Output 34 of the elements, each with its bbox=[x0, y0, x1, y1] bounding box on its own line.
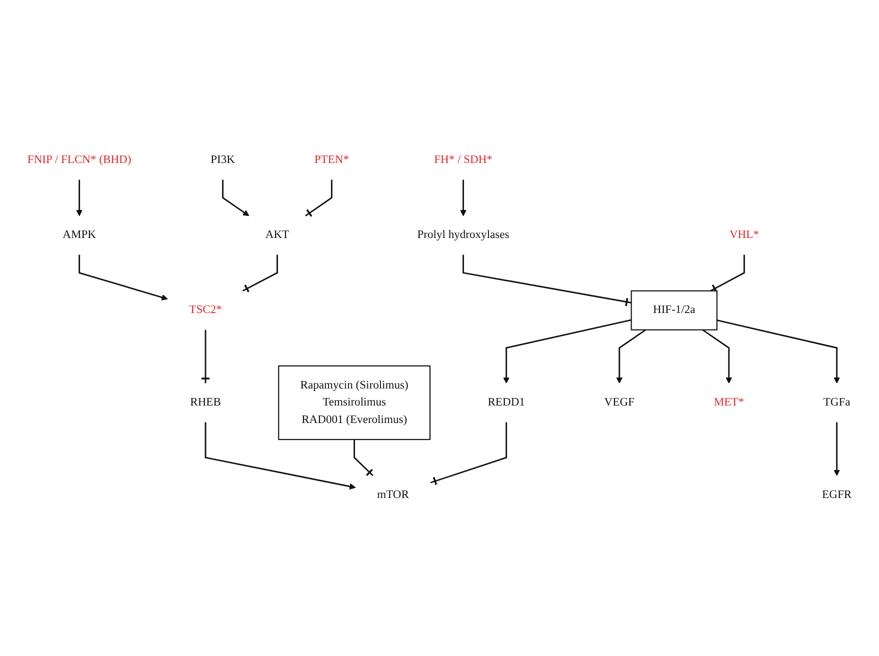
node-text: MET* bbox=[714, 396, 744, 409]
arrow bbox=[503, 320, 632, 384]
arrow bbox=[616, 330, 646, 384]
node-text: AMPK bbox=[62, 229, 96, 242]
arrow bbox=[460, 180, 466, 216]
node-text: FNIP / FLCN* (BHD) bbox=[27, 154, 132, 166]
node-text: VEGF bbox=[604, 396, 634, 409]
node-text: RHEB bbox=[190, 396, 221, 409]
arrow bbox=[834, 422, 840, 476]
arrow bbox=[222, 180, 250, 216]
arrow bbox=[716, 320, 840, 384]
node-box: HIF-1/2a bbox=[630, 290, 718, 331]
arrow bbox=[204, 422, 356, 490]
arrow bbox=[702, 330, 732, 384]
node-text: AKT bbox=[265, 229, 290, 242]
connector bbox=[462, 255, 632, 308]
arrow bbox=[78, 255, 168, 301]
node-text: REDD1 bbox=[488, 396, 525, 409]
connector bbox=[242, 255, 278, 294]
arrow bbox=[76, 180, 82, 216]
connector bbox=[430, 422, 508, 487]
connector bbox=[354, 440, 374, 478]
connector bbox=[200, 330, 211, 384]
node-text: TSC2* bbox=[189, 304, 222, 316]
connector bbox=[305, 180, 332, 218]
node-text: Prolyl hydroxylases bbox=[417, 229, 510, 242]
node-text: mTOR bbox=[377, 488, 409, 502]
node-box: Rapamycin (Sirolimus) Temsirolimus RAD001 (Everolimus) bbox=[278, 366, 431, 440]
node-text: TGFa bbox=[823, 396, 850, 409]
node-text: PTEN* bbox=[314, 154, 350, 166]
node-text: FH* / SDH* bbox=[434, 154, 492, 166]
node-text: PI3K bbox=[210, 154, 235, 166]
node-text: VHL* bbox=[729, 229, 759, 242]
node-text: EGFR bbox=[822, 488, 852, 502]
